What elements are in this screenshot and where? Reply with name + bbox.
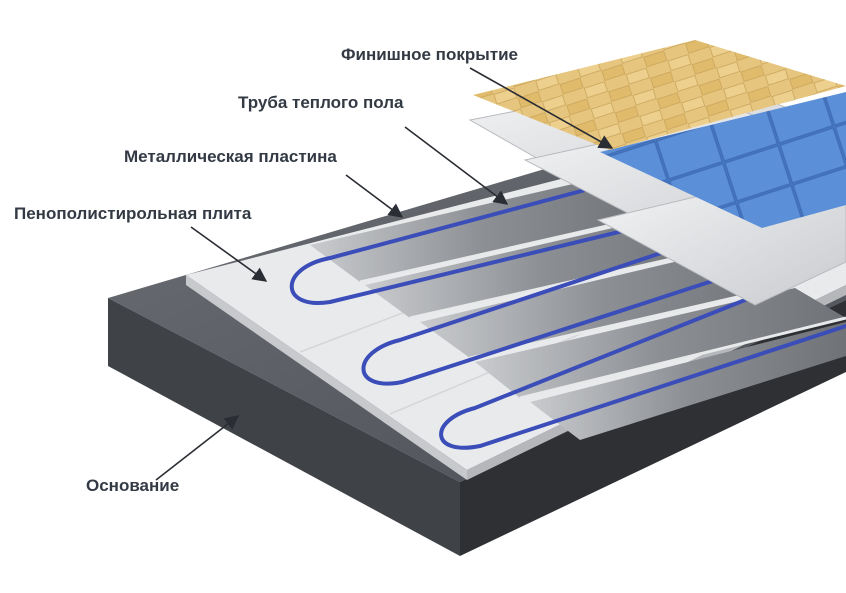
- arrow-leader-icon: [404, 126, 509, 205]
- leader-lines: [155, 67, 614, 481]
- pipe-loop: [289, 184, 662, 305]
- arrow-leader-icon: [155, 415, 240, 481]
- metal-plate-strip: [365, 216, 720, 318]
- label-foam-board: Пенополистирольная плита: [14, 204, 252, 223]
- heating-pipe: [289, 184, 846, 450]
- label-base: Основание: [86, 476, 180, 495]
- arrow-leader-icon: [345, 174, 404, 218]
- metal-plate-strip: [310, 180, 660, 282]
- base-front: [108, 298, 460, 556]
- label-heating-pipe: Труба теплого пола: [238, 93, 404, 112]
- arrow-leader-icon: [190, 226, 268, 282]
- label-metal-plate: Металлическая пластина: [124, 147, 337, 166]
- foam-board-front: [186, 275, 467, 480]
- arrow-leader-icon: [469, 67, 614, 149]
- pipe-loop: [361, 238, 742, 386]
- tile-surface: [600, 92, 846, 228]
- metal-plate-strip: [420, 250, 790, 358]
- label-finish-coating: Финишное покрытие: [341, 45, 518, 64]
- pipe-loop: [439, 280, 846, 450]
